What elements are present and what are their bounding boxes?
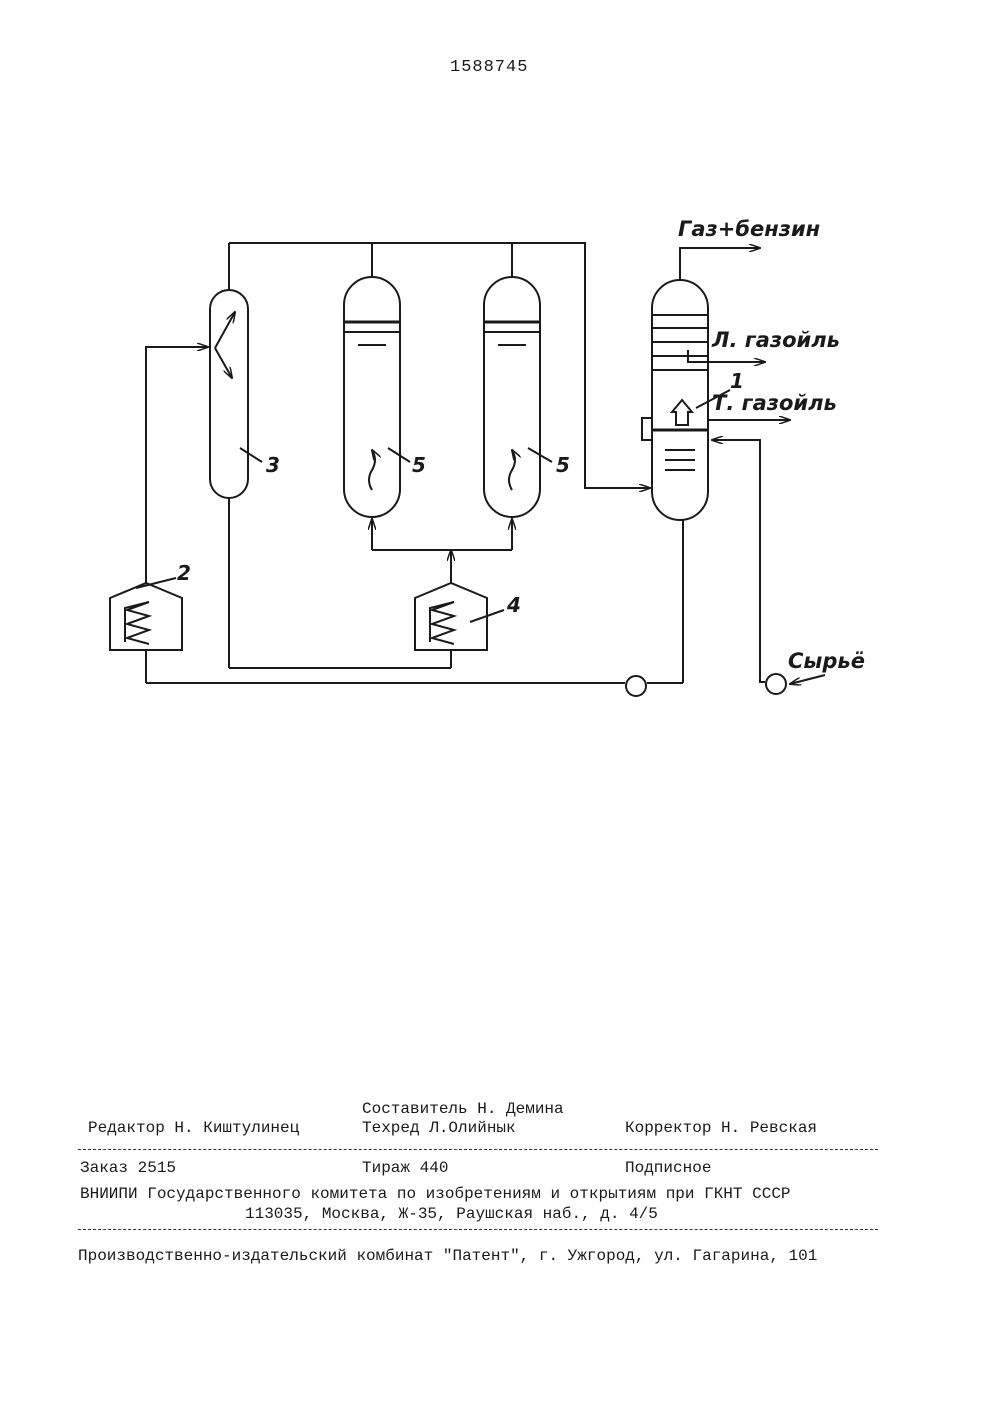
coke-chamber-b xyxy=(484,277,540,517)
divider-bottom xyxy=(78,1229,878,1230)
gas-gasoline-label: Газ+бензин xyxy=(678,217,820,241)
circulation-pump xyxy=(626,676,646,696)
item-number-4: 4 xyxy=(506,593,521,617)
feed-label: Сырьё xyxy=(788,649,865,673)
item-number-3: 3 xyxy=(266,453,280,477)
techred-credit: Техред Л.Олийнык xyxy=(362,1117,516,1139)
order-number: Заказ 2515 xyxy=(80,1157,176,1179)
publisher-line: Производственно-издательский комбинат "П… xyxy=(78,1245,817,1267)
item-number-5b: 5 xyxy=(556,453,570,477)
address-line: 113035, Москва, Ж-35, Раушская наб., д. … xyxy=(245,1203,658,1225)
editor-credit: Редактор Н. Киштулинец xyxy=(88,1117,299,1139)
feed-pump xyxy=(766,674,786,694)
process-flow-diagram: Газ+бензин Л. газойль Т. газойль Сырьё 1… xyxy=(0,0,1000,760)
top-header-pipe xyxy=(229,243,650,488)
item-number-1: 1 xyxy=(730,369,744,393)
heavy-gasoil-label: Т. газойль xyxy=(712,391,837,415)
circulation: Тираж 440 xyxy=(362,1157,448,1179)
divider-top xyxy=(78,1149,878,1150)
item-number-5a: 5 xyxy=(412,453,426,477)
furnace2-to-evaporator-pipe xyxy=(146,347,208,583)
item-number-2: 2 xyxy=(177,561,191,585)
light-gasoil-label: Л. газойль xyxy=(711,328,840,352)
subscription-note: Подписное xyxy=(625,1157,711,1179)
corrector-credit: Корректор Н. Ревская xyxy=(625,1117,817,1139)
institute-line: ВНИИПИ Государственного комитета по изоб… xyxy=(80,1183,791,1205)
coke-chamber-a xyxy=(344,277,400,517)
